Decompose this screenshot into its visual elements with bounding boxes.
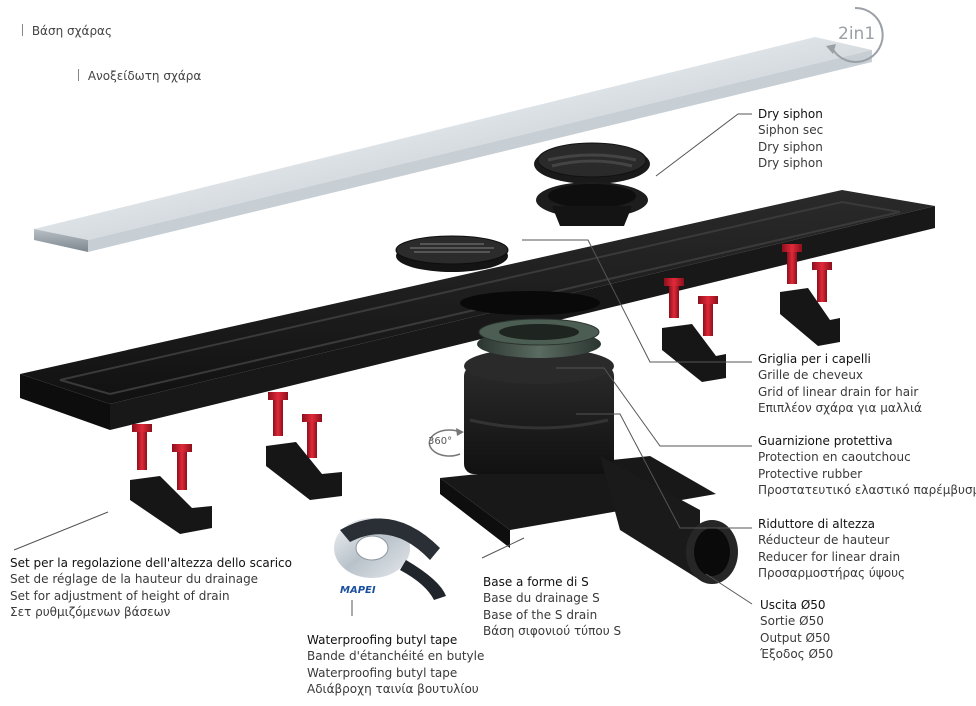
dry-siphon <box>534 142 650 226</box>
butyl-tape-roll <box>334 518 446 600</box>
callout-protective-rubber-en: Protective rubber <box>758 466 863 481</box>
callout-s-base-fr: Base du drainage S <box>483 591 600 606</box>
callout-outlet-it: Uscita Ø50 <box>760 598 826 612</box>
two-in-one-badge: 2in1 <box>824 4 886 66</box>
callout-s-base-en: Base of the S drain <box>483 607 598 622</box>
rotation-360-badge: 360° <box>420 426 468 460</box>
height-adjustment-sets <box>130 244 840 534</box>
s-drain-assembly <box>440 318 738 584</box>
callout-protective-rubber: Guarnizione protettiva Protection en cao… <box>758 433 976 498</box>
callout-hair-grid-en: Grid of linear drain for hair <box>758 384 919 399</box>
callout-butyl-tape: Waterproofing butyl tape Bande d'étanché… <box>307 632 484 697</box>
drain-base-channel <box>20 190 935 430</box>
callout-protective-rubber-el: Προστατευτικό ελαστικό παρέμβυσμα <box>758 482 976 497</box>
callout-hair-grid-fr: Grille de cheveux <box>758 368 864 383</box>
leader-lines <box>13 113 753 616</box>
mapei-logo-text: MAPEI <box>340 585 376 596</box>
callout-height-set-it: Set per la regolazione dell'altezza dell… <box>10 556 292 570</box>
callout-height-set-fr: Set de réglage de la hauteur du drainage <box>10 572 259 587</box>
callout-butyl-tape-en: Waterproofing butyl tape <box>307 665 458 680</box>
callout-dry-siphon-el: Dry siphon <box>758 155 823 170</box>
callout-protective-rubber-fr: Protection en caoutchouc <box>758 450 911 465</box>
callout-height-set-en: Set for adjustment of height of drain <box>10 588 230 603</box>
label-stainless-grate: Ανοξείδωτη σχάρα <box>78 69 202 83</box>
callout-protective-rubber-it: Guarnizione protettiva <box>758 434 893 448</box>
callout-dry-siphon-en: Dry siphon <box>758 139 823 154</box>
hair-grid-cover <box>395 235 509 272</box>
callout-butyl-tape-it: Waterproofing butyl tape <box>307 633 458 647</box>
callout-s-base-it: Base a forme di S <box>483 575 589 589</box>
callout-dry-siphon-fr: Siphon sec <box>758 123 824 138</box>
callout-hair-grid-it: Griglia per i capelli <box>758 352 871 366</box>
callout-height-reducer: Riduttore di altezza Réducteur de hauteu… <box>758 516 905 581</box>
callout-outlet-el: Έξοδος Ø50 <box>760 646 834 661</box>
callout-height-reducer-el: Προσαρμοστήρας ύψους <box>758 565 906 580</box>
callout-outlet-fr: Sortie Ø50 <box>760 614 824 629</box>
callout-height-reducer-en: Reducer for linear drain <box>758 549 901 564</box>
callout-height-set-el: Σετ ρυθμιζόμενων βάσεων <box>10 604 171 619</box>
callout-height-reducer-it: Riduttore di altezza <box>758 517 876 531</box>
callout-height-set: Set per la regolazione dell'altezza dell… <box>10 555 292 620</box>
two-in-one-text: 2in1 <box>838 24 876 44</box>
callout-outlet: Uscita Ø50 Sortie Ø50 Output Ø50 Έξοδος … <box>760 597 833 662</box>
callout-butyl-tape-fr: Bande d'étanchéité en butyle <box>307 649 485 664</box>
callout-dry-siphon: Dry siphon Siphon sec Dry siphon Dry sip… <box>758 106 823 171</box>
callout-s-base: Base a forme di S Base du drainage S Bas… <box>483 574 621 639</box>
callout-s-base-el: Βάση σιφονιού τύπου S <box>483 623 622 638</box>
callout-hair-grid-el: Επιπλέον σχάρα για μαλλιά <box>758 400 922 415</box>
mapei-logo: MAPEI <box>340 578 392 596</box>
label-base-grate: Βάση σχάρας <box>22 24 112 38</box>
callout-butyl-tape-el: Αδιάβροχη ταινία βουτυλίου <box>307 681 479 696</box>
callout-height-reducer-fr: Réducteur de hauteur <box>758 533 890 548</box>
rotation-360-text: 360° <box>428 436 453 447</box>
stainless-grate <box>34 37 872 252</box>
callout-outlet-en: Output Ø50 <box>760 630 831 645</box>
callout-hair-grid: Griglia per i capelli Grille de cheveux … <box>758 351 922 416</box>
callout-dry-siphon-it: Dry siphon <box>758 107 823 121</box>
